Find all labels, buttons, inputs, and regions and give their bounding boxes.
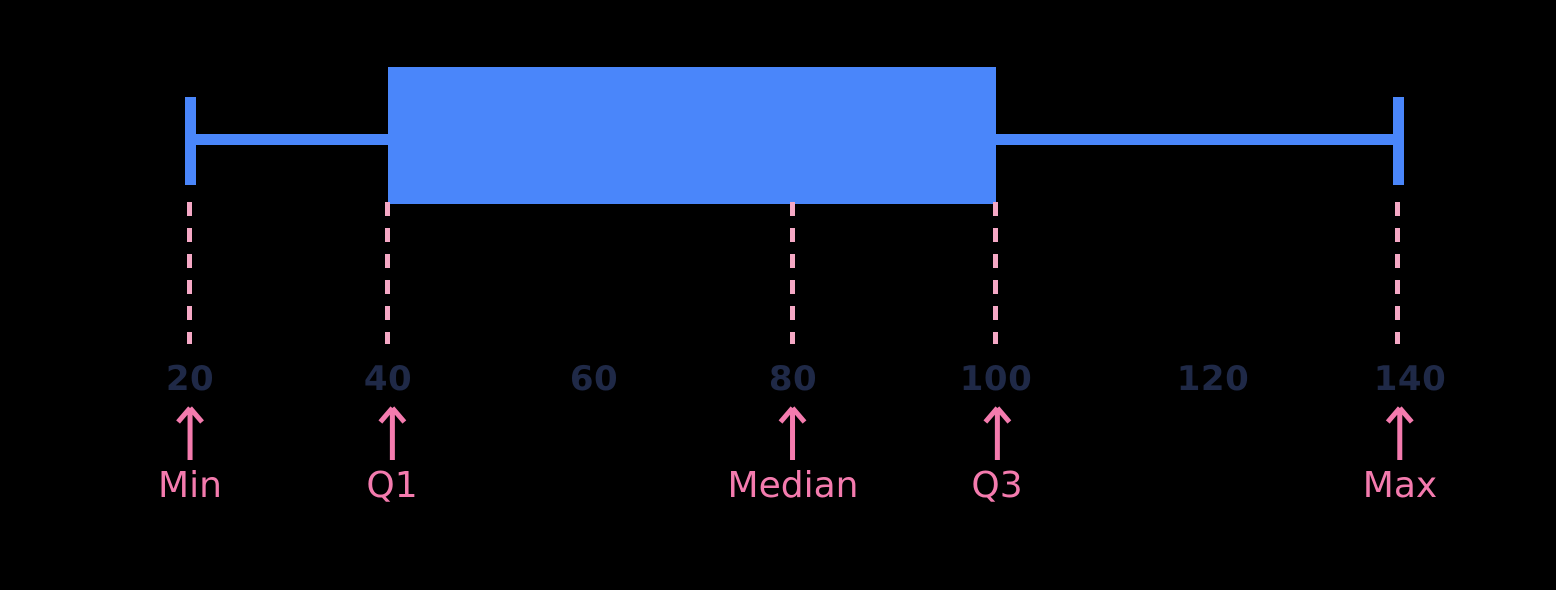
axis-tick-80: 80 (768, 359, 818, 399)
annotation-q1: Q1 (366, 404, 418, 506)
annotation-min-label: Min (158, 465, 222, 506)
axis-tick-20: 20 (165, 359, 215, 399)
annotation-median-label: Median (727, 465, 859, 506)
annotation-q3-label: Q3 (971, 465, 1023, 506)
dash-line-max (1395, 202, 1400, 344)
dash-line-min (187, 202, 192, 344)
axis-tick-140: 140 (1373, 359, 1447, 399)
arrow-up-icon (779, 406, 807, 460)
max-whisker-cap (1393, 97, 1404, 185)
arrow-up-icon (176, 406, 204, 460)
interquartile-box (388, 67, 996, 204)
annotation-q1-label: Q1 (366, 465, 418, 506)
annotation-q3: Q3 (971, 404, 1023, 506)
axis-tick-40: 40 (363, 359, 413, 399)
arrow-up-icon (1386, 406, 1414, 460)
annotation-max: Max (1363, 404, 1437, 504)
axis-tick-100: 100 (959, 359, 1033, 399)
annotation-max-label: Max (1362, 465, 1438, 506)
dash-line-q1 (385, 202, 390, 344)
arrow-up-icon (983, 406, 1011, 460)
axis-tick-120: 120 (1176, 359, 1250, 399)
annotation-min: Min (158, 404, 222, 504)
min-whisker-cap (185, 97, 196, 185)
annotation-median: Median (727, 404, 859, 506)
arrow-up-icon (378, 406, 406, 460)
axis-tick-60: 60 (569, 359, 619, 399)
dash-line-median (790, 202, 795, 344)
dash-line-q3 (993, 202, 998, 344)
